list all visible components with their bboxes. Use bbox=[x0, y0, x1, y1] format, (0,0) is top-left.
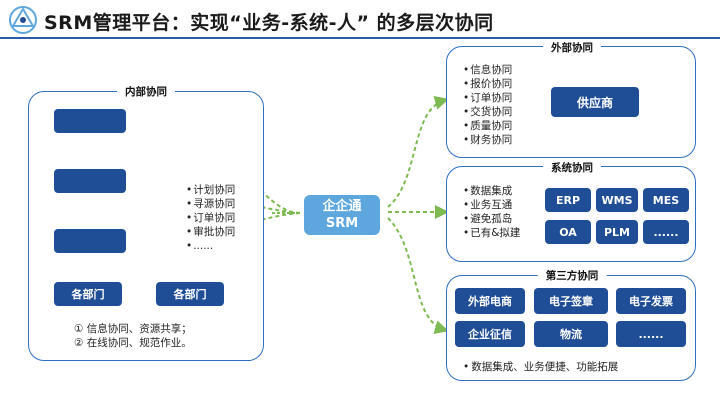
note-line-1: ① 信息协同、资源共享； bbox=[74, 323, 192, 335]
service-einvoice: 电子发票 bbox=[616, 288, 686, 314]
third-party-panel-label: 第三方协同 bbox=[537, 268, 607, 283]
list-item: 审批协同 bbox=[186, 225, 235, 239]
center-brand: 企企通 bbox=[322, 199, 362, 214]
list-item: 交货协同 bbox=[463, 105, 512, 119]
list-item: 业务互通 bbox=[463, 198, 520, 212]
system-wms: WMS bbox=[596, 188, 638, 212]
internal-box-2 bbox=[54, 169, 126, 193]
list-item: 已有&拟建 bbox=[463, 226, 520, 240]
third-party-footer: 数据集成、业务便捷、功能拓展 bbox=[463, 359, 618, 374]
internal-notes: ① 信息协同、资源共享； ② 在线协同、规范作业。 bbox=[74, 322, 192, 350]
service-ecommerce: 外部电商 bbox=[455, 288, 525, 314]
system-more: ...... bbox=[643, 220, 689, 244]
list-item: 避免孤岛 bbox=[463, 212, 520, 226]
system-mes: MES bbox=[643, 188, 689, 212]
internal-list: 计划协同 寻源协同 订单协同 审批协同 ...... bbox=[186, 183, 235, 253]
center-srm-box: 企企通 SRM bbox=[304, 195, 380, 235]
list-item: 数据集成 bbox=[463, 184, 520, 198]
service-logistics: 物流 bbox=[534, 321, 608, 347]
internal-panel-label: 内部协同 bbox=[117, 84, 175, 99]
service-more: ...... bbox=[616, 321, 686, 347]
page-title: SRM管理平台：实现“业务-系统-人” 的多层次协同 bbox=[44, 12, 494, 34]
list-item: 订单协同 bbox=[463, 91, 512, 105]
system-erp: ERP bbox=[545, 188, 591, 212]
department-box-1: 各部门 bbox=[54, 282, 122, 306]
list-item: ...... bbox=[186, 239, 235, 253]
list-item: 寻源协同 bbox=[186, 197, 235, 211]
service-credit: 企业征信 bbox=[455, 321, 525, 347]
external-panel-label: 外部协同 bbox=[543, 40, 601, 55]
internal-box-3 bbox=[54, 229, 126, 253]
center-product: SRM bbox=[325, 216, 359, 231]
logo-icon bbox=[8, 5, 38, 35]
internal-box-1 bbox=[54, 109, 126, 133]
list-item: 质量协同 bbox=[463, 119, 512, 133]
list-item: 计划协同 bbox=[186, 183, 235, 197]
system-list: 数据集成 业务互通 避免孤岛 已有&拟建 bbox=[463, 184, 520, 240]
system-panel-label: 系统协同 bbox=[543, 160, 601, 175]
title-divider bbox=[0, 37, 720, 39]
external-list: 信息协同 报价协同 订单协同 交货协同 质量协同 财务协同 bbox=[463, 63, 512, 147]
system-oa: OA bbox=[545, 220, 591, 244]
system-plm: PLM bbox=[596, 220, 638, 244]
supplier-box: 供应商 bbox=[551, 87, 639, 117]
department-box-2: 各部门 bbox=[156, 282, 224, 306]
list-item: 信息协同 bbox=[463, 63, 512, 77]
service-esign: 电子签章 bbox=[534, 288, 608, 314]
note-line-2: ② 在线协同、规范作业。 bbox=[74, 337, 192, 349]
list-item: 订单协同 bbox=[186, 211, 235, 225]
list-item: 财务协同 bbox=[463, 133, 512, 147]
list-item: 报价协同 bbox=[463, 77, 512, 91]
